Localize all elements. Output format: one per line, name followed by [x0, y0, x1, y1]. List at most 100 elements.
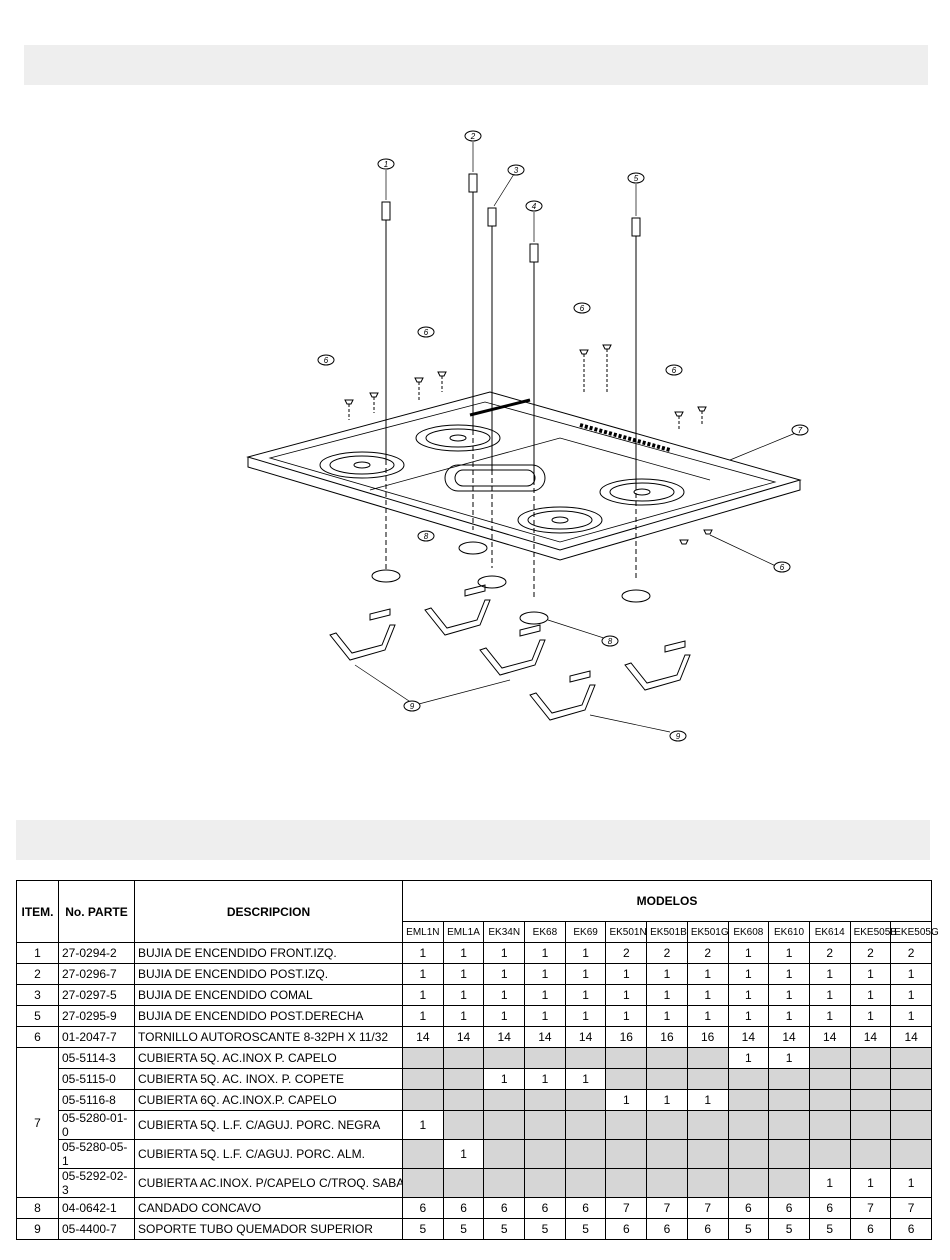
quantity-cell	[524, 1168, 566, 1198]
part-number-cell: 27-0294-2	[58, 942, 135, 964]
quantity-cell	[483, 1047, 526, 1069]
quantity-cell	[605, 1047, 648, 1069]
quantity-cell: 1	[646, 984, 688, 1006]
quantity-cell	[646, 1139, 688, 1169]
svg-text:8: 8	[424, 532, 429, 541]
quantity-cell: 6	[483, 1197, 526, 1219]
quantity-cell: 1	[483, 1068, 526, 1090]
quantity-cell: 2	[890, 942, 932, 964]
callout-4: 4	[525, 200, 543, 212]
quantity-cell: 1	[524, 942, 566, 964]
quantity-cell: 1	[524, 984, 566, 1006]
quantity-cell	[646, 1068, 688, 1090]
quantity-cell: 1	[849, 963, 892, 985]
description-cell: BUJIA DE ENCENDIDO COMAL	[134, 984, 403, 1006]
quantity-cell	[564, 1168, 607, 1198]
quantity-cell: 6	[686, 1218, 729, 1240]
quantity-cell: 2	[808, 942, 851, 964]
quantity-cell: 14	[442, 1026, 485, 1048]
col-header-item: ITEM.	[16, 880, 59, 943]
callout-6d: 6	[665, 364, 683, 376]
model-header: EK69	[564, 921, 607, 943]
quantity-cell	[768, 1139, 810, 1169]
quantity-cell	[442, 1110, 485, 1140]
quantity-cell	[646, 1047, 688, 1069]
brackets	[329, 584, 691, 721]
quantity-cell	[442, 1047, 485, 1069]
quantity-cell: 1	[768, 984, 810, 1006]
quantity-cell: 14	[808, 1026, 851, 1048]
part-number-cell: 01-2047-7	[58, 1026, 135, 1048]
quantity-cell	[686, 1139, 729, 1169]
quantity-cell: 5	[727, 1218, 770, 1240]
quantity-cell	[849, 1089, 892, 1111]
quantity-cell	[890, 1068, 932, 1090]
quantity-cell: 1	[524, 1068, 566, 1090]
callout-8b: 8	[601, 635, 619, 647]
quantity-cell: 6	[849, 1218, 892, 1240]
model-header: EK68	[524, 921, 566, 943]
electrode-2	[468, 173, 478, 530]
description-cell: CUBIERTA 5Q. AC. INOX. P. COPETE	[134, 1068, 403, 1090]
quantity-cell	[402, 1089, 444, 1111]
quantity-cell: 1	[402, 963, 444, 985]
quantity-cell: 7	[686, 1197, 729, 1219]
quantity-cell: 6	[727, 1197, 770, 1219]
quantity-cell: 1	[727, 942, 770, 964]
quantity-cell	[849, 1047, 892, 1069]
quantity-cell: 1	[605, 1005, 648, 1027]
quantity-cell	[442, 1068, 485, 1090]
quantity-cell	[890, 1047, 932, 1069]
quantity-cell	[564, 1047, 607, 1069]
description-cell: CUBIERTA 6Q. AC.INOX.P. CAPELO	[134, 1089, 403, 1111]
model-header: EKE505B	[849, 921, 897, 943]
model-header: EK34N	[483, 921, 526, 943]
quantity-cell: 6	[442, 1197, 485, 1219]
svg-text:5: 5	[634, 174, 639, 183]
quantity-cell: 6	[524, 1197, 566, 1219]
quantity-cell: 1	[564, 963, 607, 985]
electrode-4	[529, 243, 539, 600]
description-cell: CUBIERTA AC.INOX. P/CAPELO C/TROQ. SABAF	[134, 1168, 403, 1198]
quantity-cell: 6	[768, 1197, 810, 1219]
callout-6c: 6	[573, 302, 591, 314]
quantity-cell: 14	[849, 1026, 892, 1048]
svg-text:2: 2	[470, 132, 476, 141]
quantity-cell: 7	[646, 1197, 688, 1219]
callout-2: 2	[464, 130, 482, 142]
quantity-cell	[483, 1168, 526, 1198]
svg-text:9: 9	[410, 702, 415, 711]
quantity-cell: 6	[890, 1218, 932, 1240]
quantity-cell: 1	[768, 1005, 810, 1027]
quantity-cell: 1	[849, 1005, 892, 1027]
part-number-cell: 05-5114-3	[58, 1047, 135, 1069]
quantity-cell	[564, 1089, 607, 1111]
part-number-cell: 05-4400-7	[58, 1218, 135, 1240]
part-number-cell: 05-5115-0	[58, 1068, 135, 1090]
quantity-cell: 5	[483, 1218, 526, 1240]
quantity-cell: 1	[483, 1005, 526, 1027]
description-cell: CUBIERTA 5Q. L.F. C/AGUJ. PORC. NEGRA	[134, 1110, 403, 1140]
quantity-cell: 1	[564, 1005, 607, 1027]
quantity-cell: 14	[727, 1026, 770, 1048]
quantity-cell: 1	[402, 1005, 444, 1027]
quantity-cell: 1	[646, 963, 688, 985]
quantity-cell: 14	[524, 1026, 566, 1048]
quantity-cell	[564, 1139, 607, 1169]
table-header-band	[16, 820, 930, 860]
quantity-cell	[727, 1110, 770, 1140]
description-cell: CUBIERTA 5Q. L.F. C/AGUJ. PORC. ALM.	[134, 1139, 403, 1169]
item-cell: 6	[16, 1026, 59, 1048]
quantity-cell: 5	[808, 1218, 851, 1240]
model-header: EKE505G	[890, 921, 939, 943]
quantity-cell	[524, 1047, 566, 1069]
part-number-cell: 27-0295-9	[58, 1005, 135, 1027]
quantity-cell	[808, 1047, 851, 1069]
svg-text:6: 6	[672, 366, 677, 375]
quantity-cell: 1	[524, 1005, 566, 1027]
description-cell: CUBIERTA 5Q. AC.INOX P. CAPELO	[134, 1047, 403, 1069]
quantity-cell: 1	[402, 942, 444, 964]
